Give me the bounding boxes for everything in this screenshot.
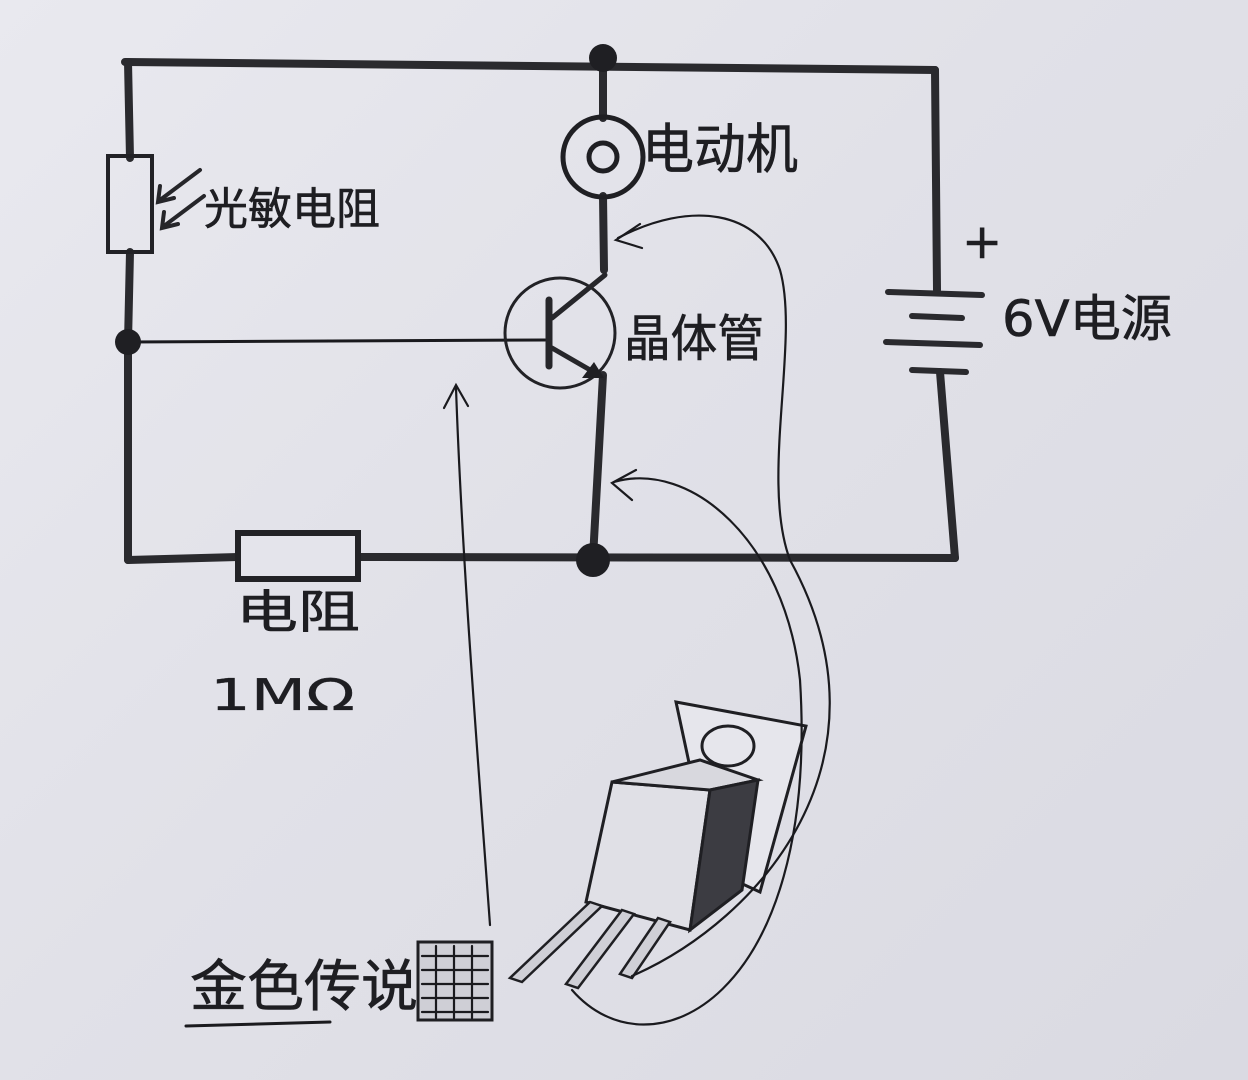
transistor-symbol [503,272,617,390]
circuit-wires [121,46,959,564]
motor-symbol [560,114,646,200]
photoresistor-label: 光敏电阻 [204,184,380,235]
pin-annotation-arrows [442,214,831,1026]
resistor-symbol [235,530,361,582]
junction-bottom [576,543,610,577]
pinout-note-underline [184,1020,332,1028]
battery-plus-label: + [962,214,1002,270]
pinout-note-label: 金色传说 [190,955,418,1020]
transistor-label: 晶体管 [624,310,764,368]
junction-left [115,329,141,355]
battery-symbol [883,289,985,375]
photoresistor-symbol [106,154,206,254]
resistor-label: 电阻 [236,585,360,639]
junction-dots [115,44,617,577]
power-label: 6V电源 [1002,290,1172,348]
to220-transistor-drawing [507,700,808,990]
motor-label: 电动机 [642,118,798,181]
junction-top [589,44,617,72]
scribbled-box-icon [416,940,494,1022]
resistor-value-label: 1MΩ [210,670,355,721]
